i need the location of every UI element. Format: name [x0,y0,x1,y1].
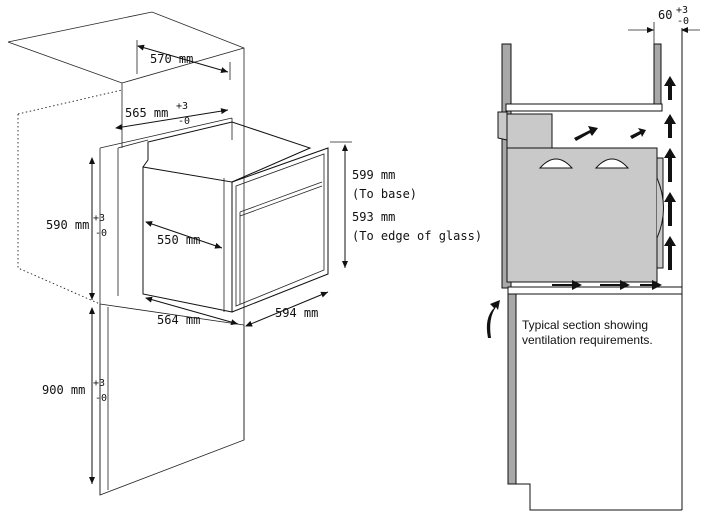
dim-590-label: 590 mm [46,218,89,232]
dim-599-label: 599 mm [352,168,395,182]
niche-dotted-outline [17,89,123,305]
oven-control-panel [506,113,553,149]
dim-60-label: 60 [658,8,672,22]
dim-570-label: 570 mm [150,52,193,66]
left-cabinet-drawing [7,11,352,496]
dim-594-label: 594 mm [275,306,318,320]
lower-side-panel [507,293,517,485]
airflow-arrows [486,76,676,338]
dim-900-label: 900 mm [42,383,85,397]
dim-565-tol-plus: +3 [176,101,188,112]
oven-front-frame [231,147,329,313]
dim-565-tol-minus: -0 [178,116,190,127]
lower-cabinet [99,303,245,495]
note-to-base: (To base) [352,187,417,201]
top-cabinet-front-edge [7,41,245,84]
dim-565-label: 565 mm [125,106,168,120]
dim-564-label: 564 mm [157,313,200,327]
dim-900-tol-minus: -0 [95,393,107,404]
lower-cabinet-top [507,286,683,295]
dim-590-tol-minus: -0 [95,228,107,239]
note-to-glass: (To edge of glass) [352,229,482,243]
dim-60-tol-plus: +3 [676,5,688,16]
dim-60-tol-minus: -0 [677,16,689,27]
dim-590-tol-plus: +3 [93,213,105,224]
top-cabinet-outline [7,11,245,496]
dim-900-tol-plus: +3 [93,378,105,389]
caption-line-1: Typical section showing [522,318,648,332]
oven-body-section [506,147,658,283]
right-section-drawing [486,22,700,511]
dim-550-label: 550 mm [157,233,200,247]
top-shelf [505,103,663,112]
dim-593-label: 593 mm [352,210,395,224]
oven-top [142,121,312,183]
niche-inner [99,117,233,304]
caption-line-2: ventilation requirements. [522,333,653,347]
